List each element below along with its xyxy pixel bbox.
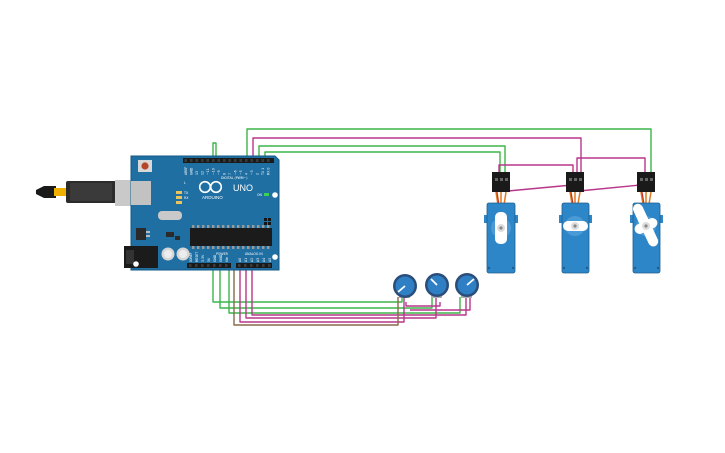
- analog-pin-label-1: A1: [244, 258, 248, 262]
- analog-header-label: ANALOG IN: [245, 252, 263, 256]
- digital-pin-label-3: 12: [201, 171, 205, 175]
- l-led-label: L: [184, 181, 186, 185]
- usb-cable[interactable]: [36, 180, 147, 206]
- wire-magenta-servo2-power[interactable]: [252, 137, 582, 172]
- arduino-uno-board[interactable]: ARDUINO UNO TX RX L ON DIGITAL (PWM~) PO…: [124, 155, 280, 271]
- rx-led-label: RX: [184, 196, 189, 200]
- status-leds: TX RX L ON: [183, 181, 269, 200]
- digital-pin-label-10: ~5: [239, 170, 243, 175]
- power-header-label: POWER: [216, 252, 229, 256]
- wire-magenta-servo-rail-1[interactable]: [498, 164, 574, 172]
- reset-button[interactable]: [138, 160, 152, 172]
- power-pin-label-5: GND: [219, 254, 223, 262]
- crystal: [158, 211, 182, 220]
- power-pin-label-6: Vin: [225, 257, 229, 262]
- wire-green-gnd-left[interactable]: [219, 270, 433, 309]
- digital-pin-label-7: 8: [223, 173, 227, 175]
- power-pin-header[interactable]: [187, 263, 231, 268]
- digital-pin-label-14: TX 1: [261, 168, 265, 176]
- analog-pin-label-4: A4: [262, 258, 266, 262]
- power-led: [264, 193, 269, 196]
- digital-pin-label-2: 13: [195, 171, 199, 175]
- model-text: UNO: [233, 183, 253, 193]
- wire-magenta-a1[interactable]: [245, 270, 437, 319]
- digital-pin-header[interactable]: [183, 158, 274, 163]
- digital-pin-label-4: ~11: [206, 168, 210, 175]
- power-pin-label-0: IOREF: [189, 252, 193, 262]
- analog-pin-header[interactable]: [236, 263, 272, 268]
- power-pin-label-1: RESET: [195, 252, 199, 262]
- pot-1-wiper: [397, 285, 406, 293]
- digital-pin-label-15: RX 0: [267, 168, 271, 175]
- atmega-chip: [190, 225, 272, 249]
- pot-3-wiper: [466, 278, 475, 286]
- potentiometer-1[interactable]: [393, 274, 417, 298]
- digital-pin-label-5: ~10: [212, 168, 216, 175]
- wire-magenta-a0[interactable]: [239, 270, 405, 323]
- capacitors: [161, 247, 190, 261]
- digital-pin-label-11: 4: [245, 173, 249, 175]
- digital-pin-label-0: AREF: [184, 167, 188, 175]
- wire-brown-gnd[interactable]: [233, 270, 399, 326]
- wire-green-servo2-signal[interactable]: [264, 151, 501, 172]
- digital-pin-label-12: ~3: [250, 170, 254, 175]
- power-pin-label-4: GND: [213, 254, 217, 262]
- analog-pin-label-5: A5: [268, 258, 272, 262]
- pot-2-wiper: [430, 278, 438, 286]
- digital-pin-label-1: GND: [190, 167, 194, 175]
- potentiometer-2[interactable]: [425, 273, 449, 298]
- digital-pin-label-9: ~6: [234, 170, 238, 175]
- servo-2-connector: [566, 172, 584, 192]
- power-pin-label-2: 3.3V: [201, 254, 205, 262]
- servo-1[interactable]: [484, 172, 518, 274]
- wire-green-servo1-signal[interactable]: [258, 145, 506, 172]
- digital-pin-label-6: ~9: [217, 170, 221, 175]
- digital-pin-label-8: 7: [228, 173, 232, 175]
- servo-3[interactable]: [630, 172, 663, 274]
- wire-magenta-servo-rail-3[interactable]: [507, 184, 573, 192]
- arduino-logo: ARDUINO UNO: [198, 180, 253, 200]
- analog-pin-label-0: A0: [238, 258, 242, 262]
- wire-magenta-a2[interactable]: [251, 270, 467, 316]
- digital-pin-label-13: 2: [256, 173, 260, 175]
- servo-1-connector: [492, 172, 510, 192]
- power-pin-label-3: 5V: [207, 257, 211, 262]
- voltage-regulator: [136, 228, 146, 240]
- wire-magenta-servo-rail-2[interactable]: [576, 157, 646, 172]
- brand-text: ARDUINO: [202, 195, 223, 200]
- tx-led-label: TX: [183, 191, 189, 195]
- digital-header-label: DIGITAL (PWM~): [221, 176, 247, 180]
- servo-3-connector: [637, 172, 655, 192]
- analog-pin-label-2: A2: [250, 258, 254, 262]
- wires: [212, 128, 652, 326]
- wire-magenta-servo-rail-4[interactable]: [578, 184, 641, 192]
- potentiometer-3[interactable]: [455, 273, 479, 298]
- analog-pin-label-3: A3: [256, 258, 260, 262]
- on-led-label: ON: [257, 193, 263, 197]
- icsp-header: [264, 218, 271, 225]
- servo-2[interactable]: [559, 172, 592, 274]
- wire-magenta-pot-rail[interactable]: [405, 297, 471, 311]
- wire-green-servo3-signal[interactable]: [246, 128, 652, 172]
- usb-jack: [131, 181, 151, 205]
- wire-green-left-2[interactable]: [228, 270, 461, 314]
